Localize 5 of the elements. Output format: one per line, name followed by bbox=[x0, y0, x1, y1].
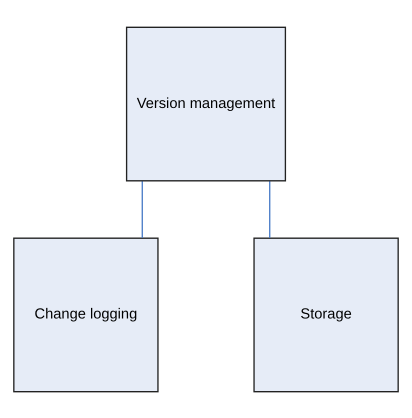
node-box: Storage bbox=[253, 237, 399, 392]
node-box: Change logging bbox=[13, 237, 159, 392]
node-box: Version management bbox=[126, 26, 286, 181]
connector bbox=[142, 180, 143, 238]
connector bbox=[269, 180, 270, 238]
